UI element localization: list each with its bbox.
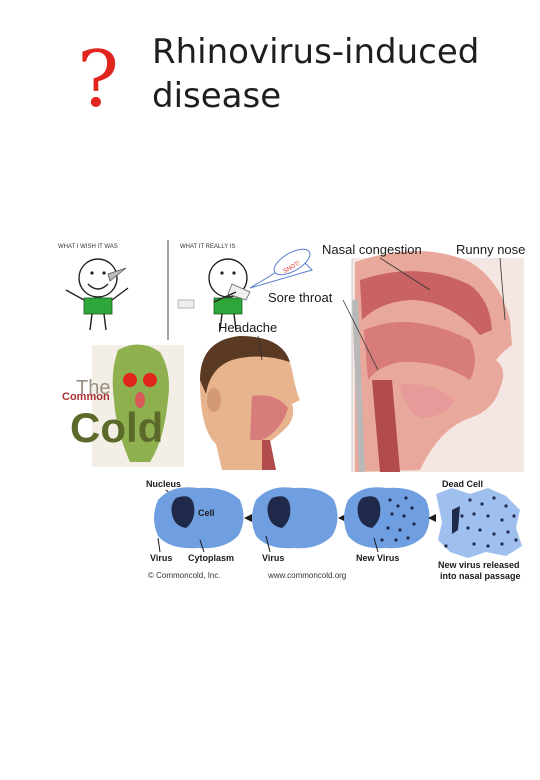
- label-new-virus: New Virus: [356, 553, 399, 563]
- label-virus-1: Virus: [150, 553, 172, 563]
- released-virus-particles: [444, 496, 518, 548]
- common-cold-logo: The Common Cold: [62, 344, 184, 467]
- cell-nucleus-2: [267, 496, 291, 528]
- question-mark-icon: ?: [77, 35, 119, 125]
- copyright-text: © Commoncold, Inc.: [148, 571, 221, 580]
- label-headache: Headache: [218, 320, 277, 335]
- arrow-right-icon: [428, 514, 436, 522]
- logo-common: Common: [62, 391, 110, 403]
- sick-stick-figure: SNOT!: [177, 248, 313, 331]
- website-text: www.commoncold.org: [267, 571, 346, 580]
- slide-title: Rhinovirus-induced disease: [152, 32, 480, 116]
- host-cell-3: [344, 487, 430, 549]
- label-nasal-congestion: Nasal congestion: [322, 242, 422, 257]
- dead-cell-nucleus: [452, 506, 460, 534]
- comic-panel: WHAT I WISH IT WAS WHAT IT REALLY IS: [58, 240, 313, 340]
- label-released-line2: into nasal passage: [440, 571, 521, 581]
- cell-nucleus-1: [171, 496, 195, 528]
- headache-profile: Headache: [200, 320, 300, 470]
- new-virus-particles: [380, 496, 416, 542]
- label-cytoplasm: Cytoplasm: [188, 553, 234, 563]
- host-cell-2: [252, 487, 338, 549]
- comic-right-caption: WHAT IT REALLY IS: [180, 244, 235, 250]
- label-virus-2: Virus: [262, 553, 284, 563]
- label-released-line1: New virus released: [438, 560, 520, 570]
- head-cross-section: Nasal congestion Runny nose Sore throat: [268, 242, 525, 473]
- comic-left-caption: WHAT I WISH IT WAS: [58, 244, 118, 250]
- label-nucleus: Nucleus: [146, 479, 181, 489]
- logo-cold: Cold: [70, 404, 163, 451]
- label-sore-throat: Sore throat: [268, 290, 333, 305]
- cell-nucleus-3: [357, 496, 381, 528]
- infection-sequence: Nucleus Dead Cell Cell: [146, 479, 522, 581]
- logo-the: The: [76, 377, 110, 399]
- happy-stick-figure: [65, 258, 129, 331]
- arrow-right-icon: [338, 514, 346, 522]
- dead-cell: [436, 488, 522, 558]
- label-runny-nose: Runny nose: [456, 242, 525, 257]
- arrow-right-icon: [244, 514, 252, 522]
- label-dead-cell: Dead Cell: [442, 479, 483, 489]
- label-cell: Cell: [198, 508, 215, 518]
